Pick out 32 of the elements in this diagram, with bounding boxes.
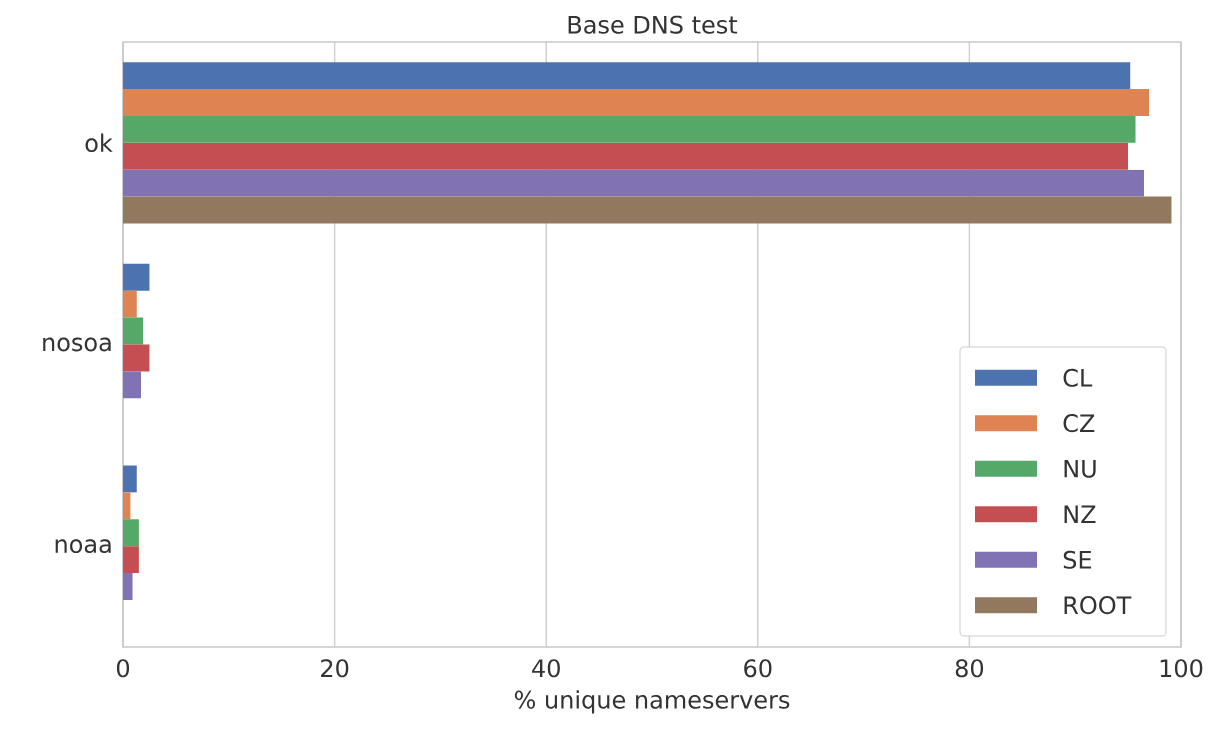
bar [123, 573, 133, 600]
chart-title: Base DNS test [568, 15, 738, 34]
bar [123, 196, 1172, 224]
tick-label: 100 [1160, 659, 1203, 678]
bar [123, 142, 1129, 170]
bar [123, 89, 1150, 116]
bar [123, 371, 141, 399]
bar [123, 344, 150, 372]
bar [123, 519, 139, 547]
legend-label: SE [1063, 550, 1092, 569]
bar [123, 546, 139, 574]
bar [123, 317, 144, 345]
tick-label: 60 [744, 659, 772, 678]
category-label: nosoa [43, 337, 111, 352]
tick-label: 20 [321, 659, 349, 678]
tick-label: 80 [955, 659, 984, 678]
legend-label: ROOT [1064, 596, 1132, 615]
bar [123, 115, 1136, 143]
legend-label: NU [1064, 459, 1096, 478]
category-label: ok [85, 133, 113, 153]
category-label: noaa [55, 539, 111, 554]
tick-label: 40 [532, 659, 560, 678]
legend-label: CZ [1063, 414, 1095, 433]
axis-title: % unique nameservers [514, 690, 790, 714]
bar [123, 169, 1144, 197]
bar [123, 290, 137, 318]
tick-label: 0 [116, 659, 130, 678]
bar [123, 263, 150, 291]
legend-label: CL [1063, 368, 1093, 387]
legend-label: NZ [1064, 505, 1096, 523]
bar [123, 465, 137, 493]
bar [123, 62, 1131, 90]
